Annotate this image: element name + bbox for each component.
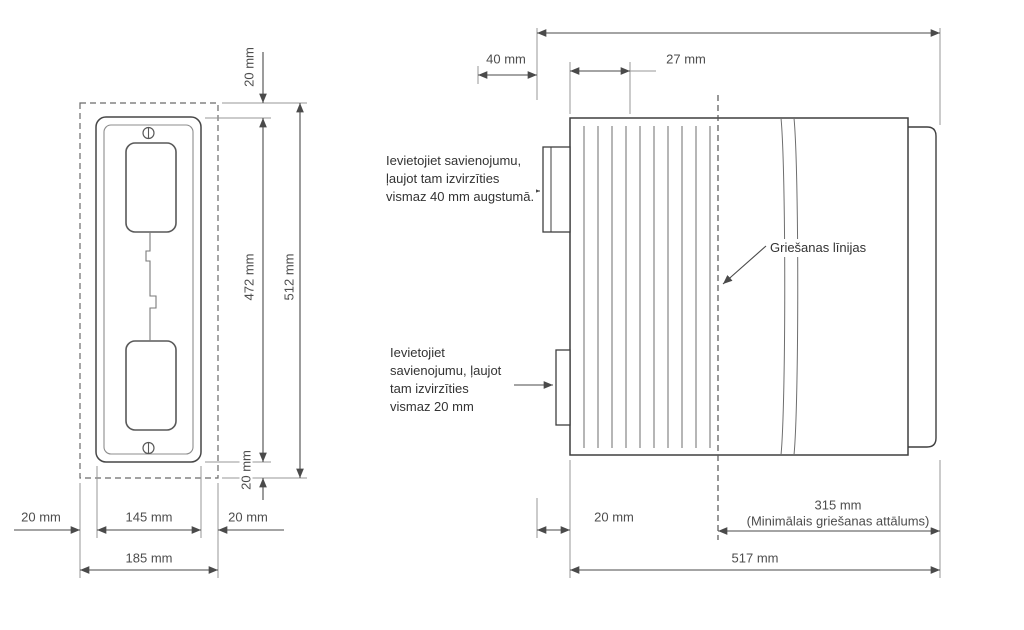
dim-label-right-margin: 20 mm [226, 509, 270, 525]
cover-curve-2 [793, 117, 799, 456]
connector-top [542, 146, 571, 233]
side-view-drawing [542, 95, 937, 540]
front-center-seam [145, 232, 157, 341]
note-connector-bottom: Ievietojiet savienojumu, ļaujot tam izvi… [390, 344, 512, 416]
label-cutting-lines: Griešanas līnijas [770, 239, 867, 257]
dim-label-left-margin: 20 mm [19, 509, 63, 525]
dim-label-cut-distance: 315 mm [812, 497, 864, 513]
dim-label-bottom-margin: 20 mm [238, 448, 254, 492]
leader-arrow-cut-lines [722, 245, 767, 285]
dim-label-outer-width: 185 mm [123, 550, 175, 566]
dim-label-rib-spacing: 27 mm [664, 51, 708, 67]
device-side-body [569, 117, 909, 456]
dim-label-total-length: 517 mm [729, 550, 781, 566]
side-view-ribs [583, 126, 711, 448]
dim-label-connector-bottom: 20 mm [592, 509, 636, 525]
cover-curve-1 [780, 117, 786, 456]
device-front-outline [95, 116, 202, 463]
side-end-cap [908, 126, 937, 448]
dim-label-inner-height: 472 mm [241, 251, 257, 303]
dim-label-top-margin: 20 mm [241, 45, 257, 89]
note-connector-top: Ievietojiet savienojumu, ļaujot tam izvi… [386, 152, 536, 206]
front-view-drawing [79, 102, 219, 479]
dim-label-outer-height: 512 mm [281, 251, 297, 303]
side-view-dimension-lines [478, 29, 940, 574]
front-opening-top [125, 142, 177, 233]
front-opening-bottom [125, 340, 177, 431]
dim-label-inner-width: 145 mm [123, 509, 175, 525]
connector-bottom [555, 349, 571, 426]
front-view-dimension-lines [14, 52, 304, 574]
dim-label-cut-distance-note: (Minimālais griešanas attālums) [744, 513, 932, 529]
dim-label-connector-top: 40 mm [484, 51, 528, 67]
wall-opening-dashed-rect [79, 102, 219, 479]
